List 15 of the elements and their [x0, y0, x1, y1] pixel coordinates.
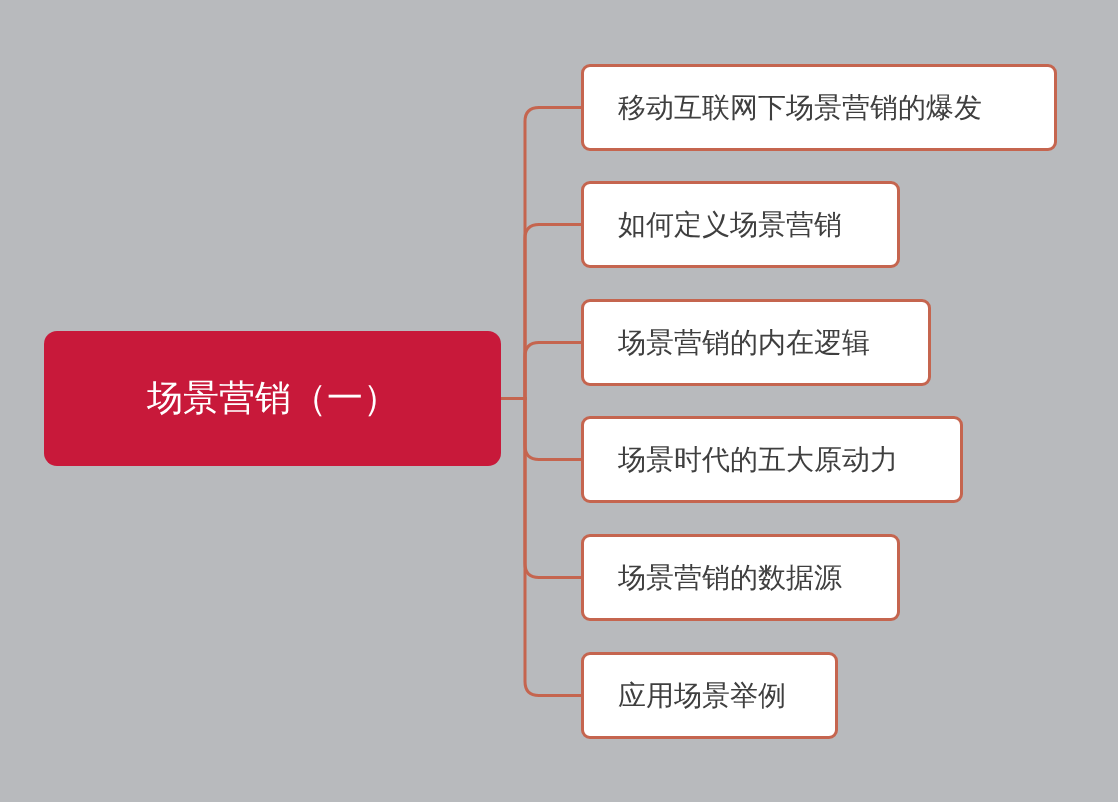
subtopic-label: 如何定义场景营销 [618, 206, 842, 243]
topic-title: 场景营销（一） [146, 376, 399, 420]
subtopic-label: 场景营销的内在逻辑 [618, 324, 870, 361]
subtopic-box [581, 64, 1057, 151]
subtopic-label: 应用场景举例 [618, 677, 786, 714]
subtopic-label: 移动互联网下场景营销的爆发 [618, 89, 982, 126]
subtopic-box [581, 534, 900, 621]
subtopic-box [581, 416, 963, 503]
subtopic-label: 场景营销的数据源 [618, 559, 842, 596]
subtopic-box [581, 299, 931, 386]
subtopic-box [581, 181, 900, 268]
topic-box [44, 331, 501, 466]
subtopic-box [581, 652, 838, 739]
connector-line [501, 397, 581, 697]
subtopic-label: 场景时代的五大原动力 [618, 441, 898, 478]
